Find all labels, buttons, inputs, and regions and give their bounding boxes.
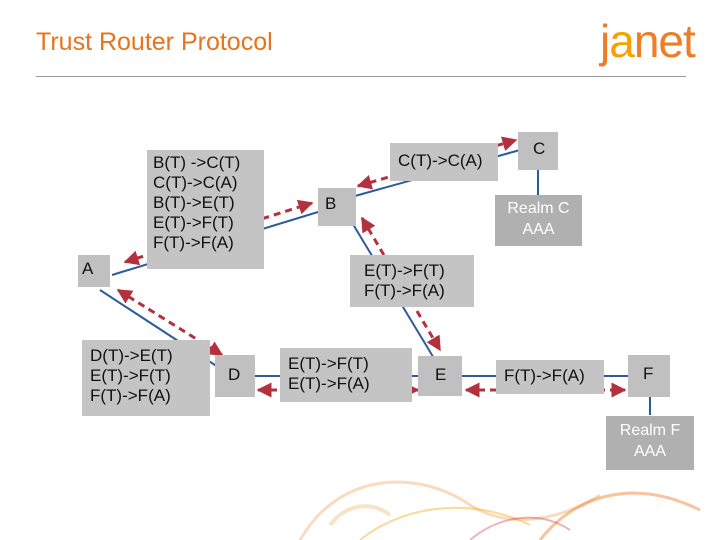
- node-e-label: E: [435, 365, 447, 384]
- realm-c-aaa: Realm C AAA: [495, 195, 582, 246]
- node-c-label: C: [533, 139, 546, 158]
- realm-f-aaa: Realm F AAA: [606, 416, 694, 470]
- node-f: F: [628, 355, 670, 397]
- message-box-b-to-c: C(T)->C(A): [390, 143, 498, 181]
- logo-text-net: net: [633, 15, 696, 67]
- node-e: E: [418, 356, 462, 396]
- node-c: C: [518, 132, 558, 170]
- message-box-a-to-d: D(T)->E(T) E(T)->F(T) F(T)->F(A): [82, 340, 210, 416]
- node-d: D: [215, 355, 255, 397]
- slide-title: Trust Router Protocol: [36, 28, 273, 56]
- message-box-a-to-b: B(T) ->C(T) C(T)->C(A) B(T)->E(T) E(T)->…: [147, 150, 264, 269]
- logo-text-a: a: [609, 15, 635, 67]
- logo-text-j: j: [600, 15, 610, 67]
- node-f-label: F: [643, 364, 654, 383]
- node-d-label: D: [228, 365, 241, 384]
- message-box-e-to-f: F(T)->F(A): [496, 360, 604, 394]
- node-a: A: [78, 255, 110, 287]
- message-box-d-to-e: E(T)->F(T) E(T)->F(A): [280, 348, 412, 402]
- node-b-label: B: [325, 194, 337, 213]
- node-a-label: A: [82, 259, 94, 278]
- message-box-b-to-e: E(T)->F(T) F(T)->F(A): [350, 255, 474, 307]
- title-divider: [36, 76, 686, 77]
- node-b: B: [318, 188, 356, 226]
- janet-logo: janet: [600, 14, 696, 68]
